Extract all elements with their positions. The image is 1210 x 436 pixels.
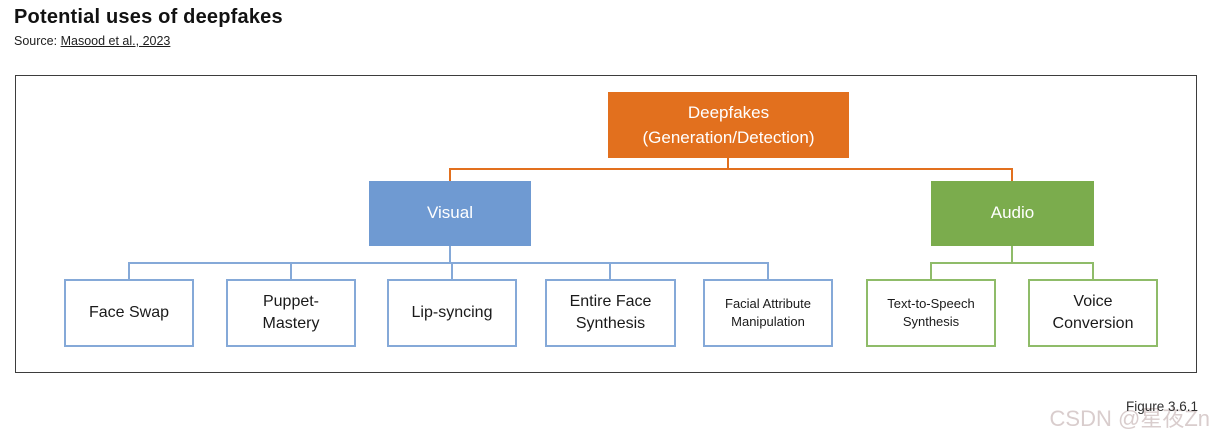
node-deepfakes-root: Deepfakes (Generation/Detection): [608, 92, 849, 158]
node-puppet-mastery: Puppet-Mastery: [226, 279, 356, 347]
root-label-line1: Deepfakes: [687, 102, 770, 122]
csdn-watermark: CSDN @星夜Zn: [1049, 406, 1210, 431]
connector-drop-facial-attribute-manipulation: [767, 262, 769, 279]
leaf-label: Text-to-Speech Synthesis: [887, 296, 975, 329]
node-text-to-speech-synthesis: Text-to-Speech Synthesis: [866, 279, 996, 347]
connector-root-stub: [727, 158, 729, 170]
source-link[interactable]: Masood et al., 2023: [60, 34, 171, 48]
connector-visual-bus: [128, 262, 769, 264]
node-voice-conversion: Voice Conversion: [1028, 279, 1158, 347]
source-line: Source: Masood et al., 2023: [14, 34, 283, 48]
node-lip-syncing: Lip-syncing: [387, 279, 517, 347]
connector-drop-voice-conversion: [1092, 262, 1094, 279]
connector-drop-face-swap: [128, 262, 130, 279]
audio-label: Audio: [990, 203, 1035, 223]
connector-drop-text-to-speech: [930, 262, 932, 279]
node-entire-face-synthesis: Entire Face Synthesis: [545, 279, 676, 347]
diagram-frame: Deepfakes (Generation/Detection) Visual …: [15, 75, 1197, 373]
leaf-label: Entire Face Synthesis: [569, 293, 652, 332]
connector-drop-audio: [1011, 168, 1013, 181]
node-audio: Audio: [931, 181, 1094, 246]
leaf-label: Puppet-Mastery: [262, 293, 320, 332]
connector-drop-entire-face-synthesis: [609, 262, 611, 279]
visual-label: Visual: [427, 203, 473, 223]
connector-root-bus: [449, 168, 1013, 170]
connector-visual-riser: [449, 246, 451, 263]
leaf-label: Facial Attribute Manipulation: [725, 296, 811, 329]
node-face-swap: Face Swap: [64, 279, 194, 347]
node-facial-attribute-manipulation: Facial Attribute Manipulation: [703, 279, 833, 347]
leaf-label: Lip-syncing: [411, 304, 493, 322]
root-label-line2: (Generation/Detection): [642, 128, 815, 147]
source-prefix: Source:: [14, 34, 58, 48]
page-title: Potential uses of deepfakes: [14, 6, 283, 28]
figure-number: Figure 3.6.1: [1125, 399, 1198, 414]
header: Potential uses of deepfakes Source: Maso…: [14, 6, 283, 48]
leaf-label: Face Swap: [88, 304, 170, 322]
connector-drop-lip-syncing: [451, 262, 453, 279]
leaf-label: Voice Conversion: [1052, 293, 1134, 332]
connector-audio-bus: [930, 262, 1094, 264]
connector-drop-visual: [449, 168, 451, 181]
node-visual: Visual: [369, 181, 531, 246]
connector-drop-puppet-mastery: [290, 262, 292, 279]
connector-audio-riser: [1011, 246, 1013, 263]
